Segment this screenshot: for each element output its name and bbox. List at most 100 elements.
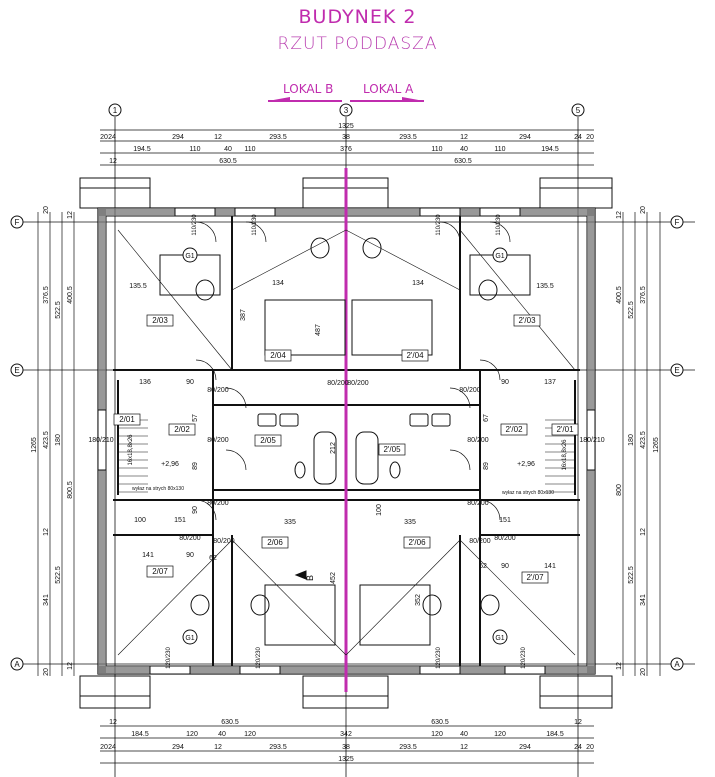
dimension-text: 184.5 bbox=[546, 731, 564, 738]
room-number: 2/07 bbox=[152, 567, 168, 576]
dimension-text: 12 bbox=[616, 211, 623, 219]
door-swing bbox=[195, 221, 217, 243]
axis-bubble-E bbox=[670, 363, 684, 377]
window-bottom bbox=[239, 665, 281, 675]
roof-slope-line bbox=[231, 539, 347, 656]
dimension-text: 341 bbox=[640, 594, 647, 606]
interior-dimension: 100 bbox=[134, 517, 146, 524]
door-swing bbox=[245, 221, 267, 243]
dimension-text: 522.5 bbox=[55, 301, 62, 319]
toilet-icon bbox=[389, 461, 401, 479]
room-number: 2/03 bbox=[152, 316, 168, 325]
interior-dimension: 90 bbox=[192, 506, 199, 514]
dimension-text: 1325 bbox=[338, 123, 354, 130]
door-swing bbox=[449, 387, 471, 409]
dimension-text: 194.5 bbox=[541, 146, 559, 153]
room-label-box bbox=[146, 314, 174, 327]
dimension-text: 293.5 bbox=[269, 134, 287, 141]
dimension-text: 294 bbox=[172, 134, 184, 141]
dimension-text: 342 bbox=[340, 731, 352, 738]
door-size-label: 80/200 bbox=[179, 535, 201, 542]
equipment-tag-icon bbox=[492, 247, 508, 263]
furniture bbox=[264, 584, 336, 646]
toilet-icon bbox=[294, 461, 306, 479]
axis-bubble-3 bbox=[339, 103, 353, 117]
dimension-text: 180 bbox=[628, 434, 635, 446]
dimension-text: 12 bbox=[460, 744, 468, 751]
dimension-text: 20 bbox=[586, 744, 594, 751]
dimension-text: 12 bbox=[460, 134, 468, 141]
chair-icon bbox=[422, 594, 442, 616]
door-size-label: 80/200 bbox=[347, 380, 369, 387]
dimension-text: 24 bbox=[574, 744, 582, 751]
room-label-box bbox=[261, 536, 289, 549]
dimension-text: 40 bbox=[460, 731, 468, 738]
interior-dimension: 135.5 bbox=[536, 283, 554, 290]
dimension-text: 1265 bbox=[653, 437, 660, 453]
door-swing bbox=[439, 221, 461, 243]
interior-dimension: 151 bbox=[174, 517, 186, 524]
dimension-text: 20 bbox=[43, 206, 50, 214]
window-size-label: 120/230 bbox=[521, 647, 527, 669]
room-label-box bbox=[168, 423, 196, 436]
roof-slope-line bbox=[117, 539, 233, 656]
dimension-text: 194.5 bbox=[133, 146, 151, 153]
label-lokal-a: LOKAL A bbox=[363, 82, 414, 96]
door-swing bbox=[489, 221, 511, 243]
door-size-label: 80/200 bbox=[207, 437, 229, 444]
door-swing bbox=[195, 499, 217, 521]
dimension-text: 120 bbox=[494, 731, 506, 738]
interior-dimension: 387 bbox=[240, 309, 247, 321]
window-size-label: 120/230 bbox=[256, 647, 262, 669]
furniture bbox=[351, 299, 433, 356]
dimension-text: 341 bbox=[43, 594, 50, 606]
axis-bubble-A bbox=[670, 657, 684, 671]
room-label-box bbox=[513, 314, 541, 327]
dimension-text: 630.5 bbox=[221, 719, 239, 726]
dimension-text: 522.5 bbox=[55, 566, 62, 584]
room-label-box bbox=[551, 423, 579, 436]
dimension-text: 376.5 bbox=[640, 286, 647, 304]
dimension-text: 110 bbox=[431, 146, 442, 153]
furniture bbox=[359, 584, 431, 646]
dimension-text: 38 bbox=[342, 134, 350, 141]
door-size-label: 80/200 bbox=[213, 538, 235, 545]
sink-icon bbox=[409, 413, 429, 427]
axis-label-3: 3 bbox=[344, 106, 349, 115]
roof-slope-line bbox=[231, 229, 347, 291]
dimension-text: 12 bbox=[574, 719, 582, 726]
door-size-label: 80/200 bbox=[207, 500, 229, 507]
window-bottom bbox=[504, 665, 546, 675]
axis-bubble-1 bbox=[108, 103, 122, 117]
dimension-text: 110 bbox=[494, 146, 505, 153]
dimension-text: 293.5 bbox=[399, 134, 417, 141]
interior-dimension: 335 bbox=[284, 519, 296, 526]
dimension-text: 24 bbox=[108, 134, 116, 141]
door-swing bbox=[449, 449, 471, 471]
level-mark: +2,96 bbox=[517, 461, 535, 468]
room-number: 2'/05 bbox=[383, 445, 401, 454]
dormer-bay-bottom bbox=[79, 675, 151, 709]
axis-label-A: A bbox=[674, 660, 680, 669]
interior-dimension: 89 bbox=[192, 462, 199, 470]
window-size-label: 180/210 bbox=[579, 437, 604, 444]
dimension-text: 20 bbox=[640, 668, 647, 676]
bathtub-icon bbox=[355, 431, 379, 485]
door-swing bbox=[225, 387, 247, 409]
room-number: 2'/07 bbox=[526, 573, 544, 582]
dimension-text: 12 bbox=[214, 744, 222, 751]
interior-dimension: 134 bbox=[272, 280, 284, 287]
dimension-text: 180 bbox=[55, 434, 62, 446]
dimension-text: 800 bbox=[616, 484, 623, 496]
door-swing bbox=[225, 449, 247, 471]
dimension-text: 40 bbox=[218, 731, 226, 738]
dimension-text: 522.5 bbox=[628, 301, 635, 319]
dimension-text: 120 bbox=[431, 731, 443, 738]
room-number: 2'/03 bbox=[518, 316, 536, 325]
drawing-subtitle: RZUT PODDASZA bbox=[277, 34, 438, 54]
room-number: 2/02 bbox=[174, 425, 190, 434]
dimension-text: 376 bbox=[340, 146, 352, 153]
dimension-text: 423.5 bbox=[43, 431, 50, 449]
dormer-bay-top bbox=[539, 177, 613, 209]
roof-slope-line bbox=[345, 539, 461, 656]
